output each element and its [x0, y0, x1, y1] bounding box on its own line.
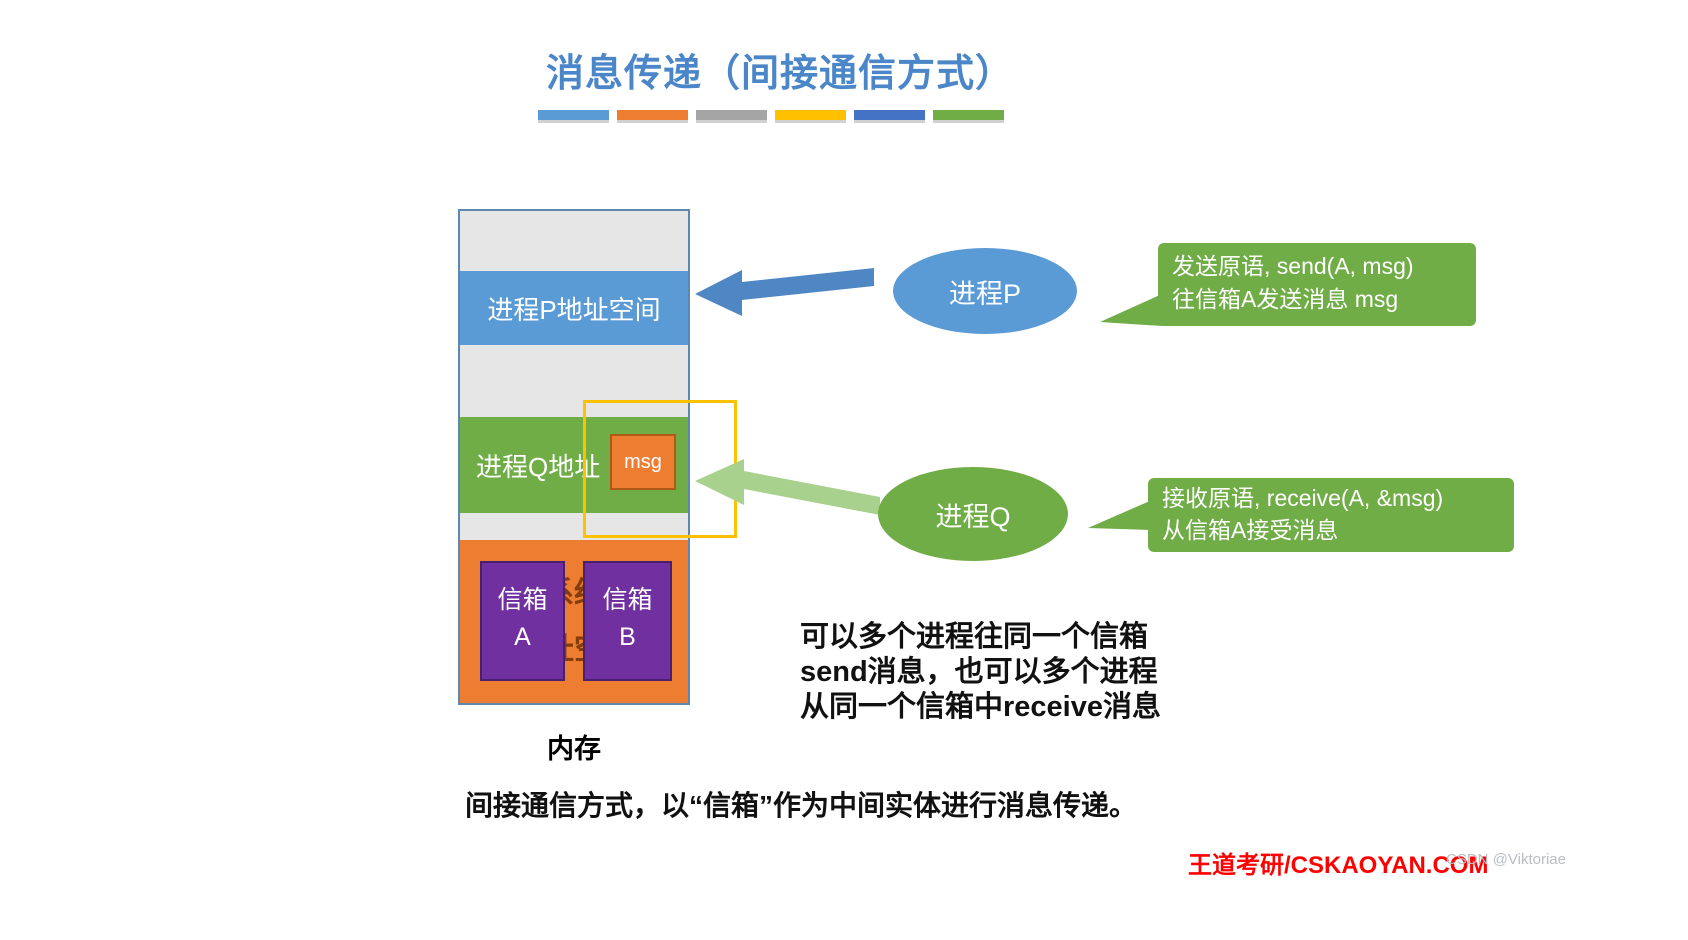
accent-bar-green: [933, 110, 1004, 120]
arrow-left-blue-icon: [692, 258, 877, 325]
process-q-ellipse: 进程Q: [878, 467, 1068, 561]
mailbox-b-letter: B: [619, 623, 636, 651]
accent-bar-gray: [696, 110, 767, 120]
brand-text: 王道考研/CSKAOYAN.COM: [1188, 852, 1489, 879]
mailbox-a-label: 信箱: [497, 586, 548, 614]
page-title: 消息传递（间接通信方式）: [545, 53, 1014, 95]
watermark-text: CSDN @Viktoriae: [1446, 851, 1566, 868]
summary-sentence: 间接通信方式，以“信箱”作为中间实体进行消息传递。: [465, 790, 1138, 821]
note-paragraph: 可以多个进程往同一个信箱 send消息，也可以多个进程 从同一个信箱中recei…: [800, 620, 1210, 725]
accent-bar-darkblue: [854, 110, 925, 120]
arrow-left-green-icon: [692, 455, 884, 530]
send-primitive-callout: 发送原语, send(A, msg) 往信箱A发送消息 msg: [1158, 243, 1476, 326]
note-line3: 从同一个信箱中receive消息: [800, 691, 1161, 723]
process-p-label: 进程P: [948, 278, 1021, 309]
process-q-band-label: 进程Q地址: [476, 451, 601, 482]
accent-bar-row: [538, 110, 1004, 120]
receive-callout-line2: 从信箱A接受消息: [1162, 517, 1339, 543]
send-callout-line2: 往信箱A发送消息 msg: [1172, 286, 1399, 312]
process-p-band-label: 进程P地址空间: [487, 294, 661, 325]
note-line2: send消息，也可以多个进程: [800, 656, 1158, 688]
accent-bar-blue: [538, 110, 609, 120]
mailbox-a: 信箱 A: [480, 561, 565, 681]
receive-primitive-callout: 接收原语, receive(A, &msg) 从信箱A接受消息: [1148, 478, 1514, 552]
msg-box: msg: [610, 434, 676, 490]
receive-callout-tail-icon: [1086, 498, 1152, 539]
accent-bar-yellow: [775, 110, 846, 120]
kernel-space-band: 操作系统内核地址空间 信箱 A 信箱 B: [460, 540, 688, 703]
accent-bar-orange: [617, 110, 688, 120]
mailbox-b-label: 信箱: [602, 586, 653, 614]
note-line1: 可以多个进程往同一个信箱: [800, 621, 1149, 653]
process-p-ellipse: 进程P: [893, 248, 1077, 334]
memory-caption: 内存: [547, 734, 601, 764]
memory-free-block-top: [460, 211, 688, 271]
mailbox-b: 信箱 B: [583, 561, 672, 681]
process-p-address-space-band: 进程P地址空间: [460, 271, 688, 345]
process-q-address-space-band: 进程Q地址 msg: [460, 417, 688, 513]
memory-diagram: 进程P地址空间 进程Q地址 msg 操作系统内核地址空间 信箱 A 信箱 B: [458, 209, 690, 705]
memory-free-block-middle: [460, 345, 688, 417]
send-callout-tail-icon: [1098, 292, 1162, 337]
mailbox-a-letter: A: [514, 623, 531, 651]
send-callout-line1: 发送原语, send(A, msg): [1172, 253, 1414, 279]
process-q-label: 进程Q: [935, 501, 1011, 532]
receive-callout-line1: 接收原语, receive(A, &msg): [1162, 485, 1444, 511]
